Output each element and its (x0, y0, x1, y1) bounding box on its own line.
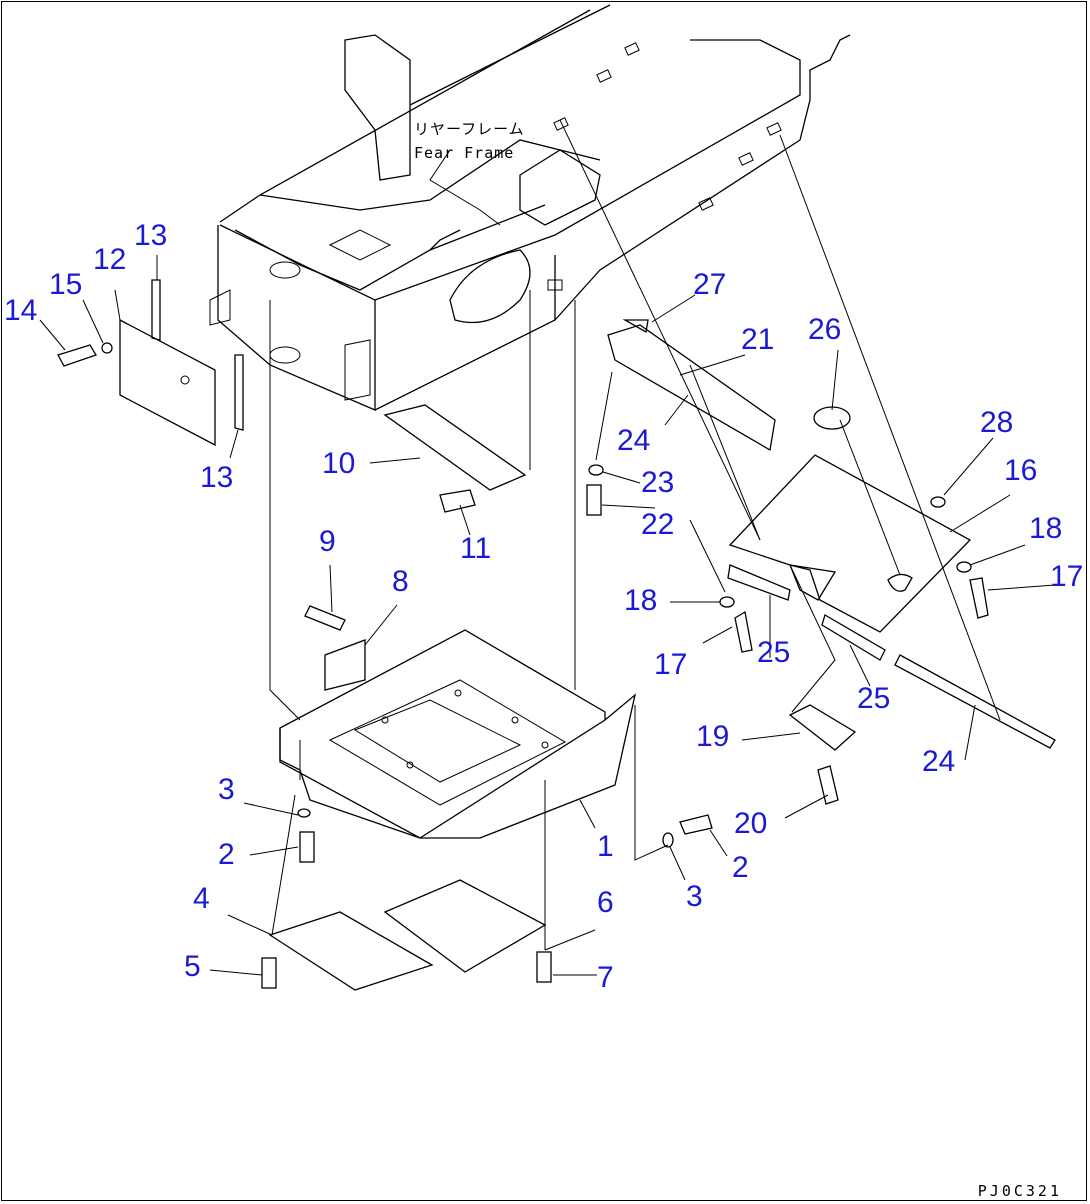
callout-2: 2 (732, 851, 749, 884)
callout-9: 9 (319, 525, 336, 558)
callout-28: 28 (980, 406, 1014, 439)
frame-label-english: Fear Frame (414, 144, 515, 162)
callout-13: 13 (134, 219, 168, 252)
part-4-plate (268, 879, 547, 991)
callout-7: 7 (597, 961, 614, 994)
callout-26: 26 (808, 313, 842, 346)
callout-18: 18 (1029, 512, 1063, 545)
part-10-bracket (383, 404, 527, 513)
bolts (261, 464, 989, 989)
assembly-lines (269, 119, 1001, 950)
part-1-undercover (279, 629, 637, 839)
callout-27: 27 (693, 268, 727, 301)
callout-4: 4 (193, 882, 210, 915)
callout-16: 16 (1004, 454, 1038, 487)
part-12-cover (57, 279, 244, 447)
callout-20: 20 (734, 807, 768, 840)
callout-12: 12 (93, 243, 127, 276)
callout-25: 25 (757, 636, 791, 669)
callout-11: 11 (460, 532, 492, 565)
callout-17: 17 (654, 648, 688, 681)
side-cover-parts (607, 319, 1056, 751)
callout-6: 6 (597, 886, 614, 919)
callout-18: 18 (624, 584, 658, 617)
callout-5: 5 (184, 950, 201, 983)
callout-19: 19 (696, 720, 730, 753)
callout-leaders (39, 149, 1056, 976)
callout-21: 21 (741, 323, 775, 356)
callout-22: 22 (641, 508, 675, 541)
callout-8: 8 (392, 565, 409, 598)
callout-23: 23 (641, 466, 675, 499)
callout-17: 17 (1050, 560, 1084, 593)
frame-label-japanese: リヤーフレーム (414, 120, 525, 138)
callout-1: 1 (597, 830, 614, 863)
callout-15: 15 (49, 268, 83, 301)
callout-10: 10 (322, 447, 356, 480)
callout-24: 24 (922, 745, 956, 778)
callout-25: 25 (857, 682, 891, 715)
rear-frame (209, 4, 851, 411)
callout-3: 3 (218, 773, 235, 806)
callout-2: 2 (218, 838, 235, 871)
callout-24: 24 (617, 424, 651, 457)
drawing-code: PJ0C321 (977, 1182, 1062, 1200)
callout-14: 14 (4, 294, 38, 327)
callout-13: 13 (200, 461, 234, 494)
callout-3: 3 (686, 880, 703, 913)
